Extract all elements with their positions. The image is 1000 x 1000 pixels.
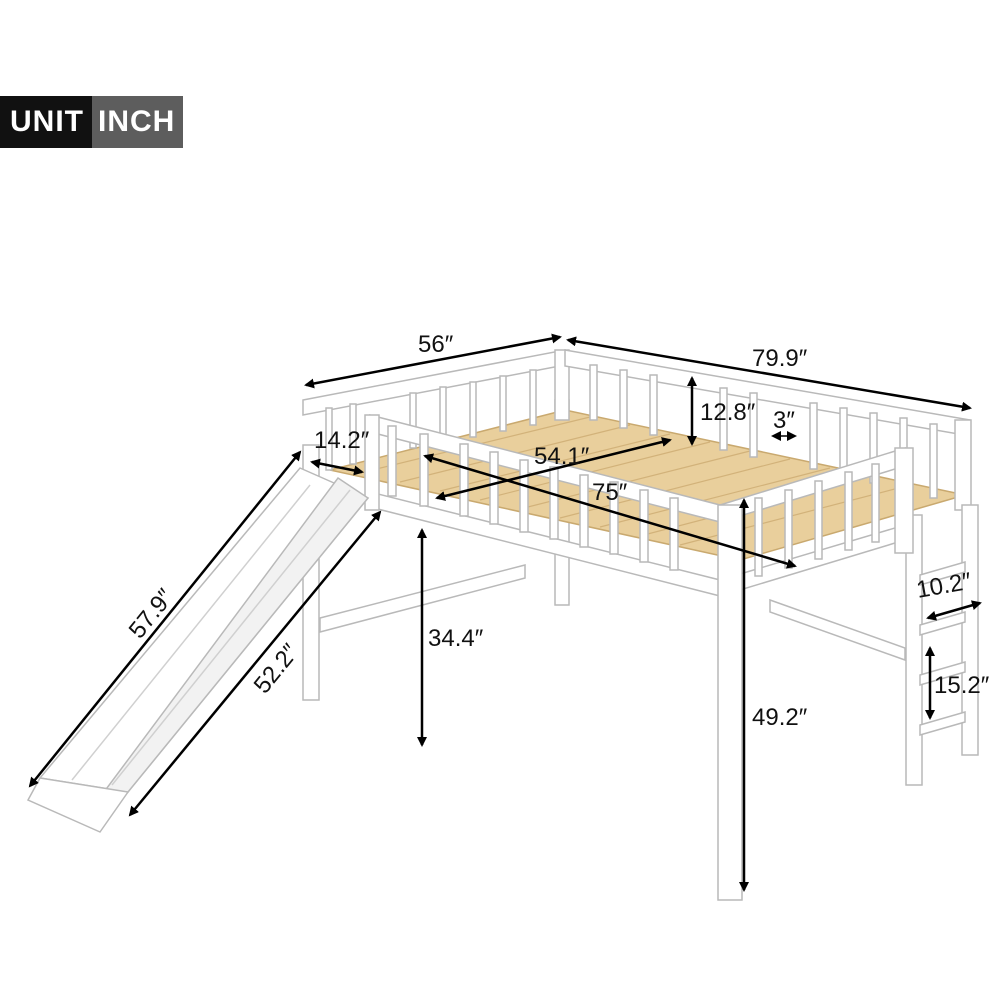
total-height-label: 49.2″ <box>752 704 808 731</box>
width-label: 79.9″ <box>752 345 808 372</box>
inner-width-label: 54.1″ <box>534 443 590 470</box>
inch-label: INCH <box>92 96 184 148</box>
front-corner-leg <box>717 504 743 901</box>
slide-inner-label: 52.2″ <box>249 638 305 698</box>
width-arrow <box>566 336 972 412</box>
unit-label: UNIT <box>0 96 92 148</box>
step-spacing-label: 15.2″ <box>934 672 990 699</box>
underbed-height-label: 34.4″ <box>428 625 484 652</box>
front-left-post <box>364 414 380 511</box>
unit-badge: UNIT INCH <box>0 96 184 148</box>
inner-length-label: 75″ <box>592 479 628 506</box>
dimension-arrows <box>28 333 982 892</box>
entry-gap-arrow <box>310 458 364 476</box>
back-right-post <box>954 419 972 511</box>
length-arrow <box>304 333 562 389</box>
slat-gap-label: 3″ <box>773 407 795 434</box>
right-crossbar <box>769 598 906 662</box>
bed-frame <box>26 349 979 901</box>
length-label: 56″ <box>418 331 454 358</box>
slide-inner-arrow <box>128 510 382 817</box>
ladder <box>905 504 979 786</box>
guard-height-label: 12.8″ <box>700 399 756 426</box>
entry-gap-label: 14.2″ <box>314 427 370 454</box>
ladder-width-arrow <box>926 600 982 621</box>
inner-length-arrow <box>423 453 797 569</box>
front-right-post <box>894 447 914 554</box>
